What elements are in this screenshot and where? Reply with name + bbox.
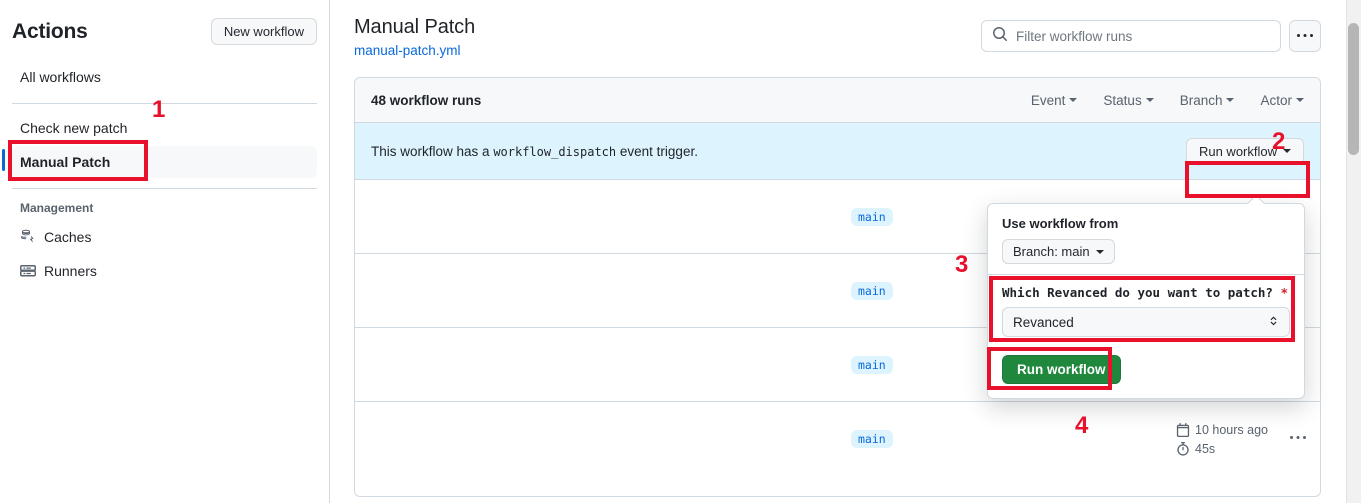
- dispatch-event-name: workflow_dispatch: [493, 144, 617, 159]
- workflow-runs-count: 48 workflow runs: [371, 92, 482, 108]
- sidebar-title: Actions: [12, 19, 88, 43]
- page-header: Manual Patch manual-patch.yml: [354, 0, 1321, 58]
- page-scrollbar-thumb[interactable]: [1348, 23, 1359, 155]
- runs-toolbar: 48 workflow runs Event Status Branch: [355, 78, 1320, 123]
- branch-badge[interactable]: main: [851, 281, 893, 300]
- search-input[interactable]: [1016, 28, 1270, 44]
- branch-select-button[interactable]: Branch: main: [1002, 239, 1115, 264]
- branch-badge[interactable]: main: [851, 355, 893, 374]
- run-timestamp-text: 10 hours ago: [1195, 422, 1268, 437]
- sidebar-divider: [12, 188, 317, 189]
- stopwatch-icon: [1176, 441, 1190, 456]
- chevron-down-icon: [1283, 149, 1291, 153]
- sidebar-divider: [12, 103, 317, 104]
- filter-status[interactable]: Status: [1103, 92, 1154, 108]
- dispatch-text-after: event trigger.: [619, 143, 698, 159]
- server-icon: [19, 263, 36, 279]
- header-actions: [981, 20, 1321, 52]
- branch-select-label: Branch: main: [1013, 244, 1090, 259]
- new-workflow-button[interactable]: New workflow: [210, 18, 317, 45]
- sidebar-item-all-workflows[interactable]: All workflows: [12, 61, 317, 93]
- sidebar-item-label: Caches: [44, 229, 92, 245]
- workflow-input-label: Which Revanced do you want to patch? *: [1002, 285, 1290, 300]
- page-title: Manual Patch: [354, 16, 476, 38]
- sidebar-item-check-new-patch[interactable]: Check new patch: [12, 112, 317, 144]
- filter-group: Event Status Branch Actor: [1031, 93, 1304, 108]
- workflow-file-link[interactable]: manual-patch.yml: [354, 43, 461, 58]
- run-workflow-popover: Use workflow from Branch: main Which Rev…: [987, 194, 1305, 399]
- filter-event[interactable]: Event: [1031, 93, 1078, 108]
- filter-actor[interactable]: Actor: [1260, 93, 1304, 108]
- cache-icon: [20, 229, 36, 245]
- sidebar-item-label: Manual Patch: [20, 154, 111, 170]
- run-meta: 10 hours ago 45s: [1176, 422, 1268, 456]
- chevron-down-icon: [1296, 98, 1304, 102]
- run-duration-text: 45s: [1195, 441, 1216, 456]
- dispatch-banner-text: This workflow has a workflow_dispatch ev…: [371, 144, 698, 159]
- row-more-options-button[interactable]: [1290, 430, 1306, 449]
- revanced-select-value: Revanced: [1013, 314, 1074, 330]
- filter-label: Actor: [1260, 92, 1292, 108]
- calendar-icon: [1176, 422, 1190, 437]
- table-row[interactable]: main 10 hours ago: [355, 402, 1320, 476]
- page-heading-group: Manual Patch manual-patch.yml: [354, 16, 475, 58]
- chevron-down-icon: [1145, 98, 1154, 102]
- branch-badge[interactable]: main: [851, 207, 893, 226]
- select-updown-icon: [1267, 314, 1280, 330]
- table-row[interactable]: main: [355, 254, 1320, 328]
- run-workflow-submit-button[interactable]: Run workflow: [1002, 355, 1121, 384]
- dispatch-text-before: This workflow has a: [371, 143, 490, 159]
- run-workflow-dropdown-button[interactable]: Run workflow: [1185, 137, 1304, 165]
- table-row[interactable]: main: [355, 180, 1320, 254]
- main-content: Manual Patch manual-patch.yml: [330, 0, 1345, 503]
- sidebar-header: Actions New workflow: [12, 0, 317, 59]
- actions-sidebar: Actions New workflow All workflows Check…: [0, 0, 330, 503]
- sidebar-item-label: Runners: [44, 263, 97, 279]
- run-workflow-button-label: Run workflow: [1198, 143, 1277, 159]
- use-workflow-from-section: Use workflow from Branch: main: [988, 204, 1304, 274]
- required-marker: *: [1280, 285, 1288, 300]
- chevron-down-icon: [1226, 98, 1235, 102]
- search-icon: [992, 26, 1008, 47]
- workflow-input-label-text: Which Revanced do you want to patch?: [1002, 285, 1273, 300]
- sidebar-item-caches[interactable]: Caches: [12, 221, 317, 253]
- search-input-wrapper[interactable]: [981, 20, 1281, 52]
- filter-branch[interactable]: Branch: [1180, 93, 1235, 108]
- filter-label: Event: [1030, 92, 1066, 108]
- sidebar-item-label: All workflows: [20, 69, 101, 85]
- page-scrollbar-track[interactable]: [1346, 0, 1361, 503]
- branch-badge[interactable]: main: [851, 430, 893, 448]
- run-duration: 45s: [1176, 441, 1268, 456]
- chevron-down-icon: [1095, 249, 1104, 254]
- sidebar-item-manual-patch[interactable]: Manual Patch: [2, 146, 317, 178]
- workflow-input-section: Which Revanced do you want to patch? * R…: [988, 275, 1304, 345]
- more-options-button[interactable]: [1289, 20, 1321, 52]
- popover-divider: [988, 274, 1304, 275]
- workflow-runs-panel: 48 workflow runs Event Status Branch: [354, 77, 1321, 497]
- sidebar-item-label: Check new patch: [20, 120, 128, 136]
- submit-section: Run workflow: [988, 345, 1304, 398]
- workflow-dispatch-banner: This workflow has a workflow_dispatch ev…: [355, 123, 1320, 180]
- sidebar-group-management: Management: [20, 201, 94, 215]
- run-timestamp: 10 hours ago: [1176, 422, 1268, 437]
- filter-label: Branch: [1179, 92, 1223, 108]
- filter-label: Status: [1103, 92, 1142, 108]
- workflow-nav-list: All workflows Check new patch Manual Pat…: [2, 61, 317, 287]
- use-workflow-from-label: Use workflow from: [1002, 216, 1119, 231]
- sidebar-item-runners[interactable]: Runners: [12, 255, 317, 287]
- chevron-down-icon: [1069, 98, 1078, 102]
- revanced-select[interactable]: Revanced: [1002, 307, 1290, 337]
